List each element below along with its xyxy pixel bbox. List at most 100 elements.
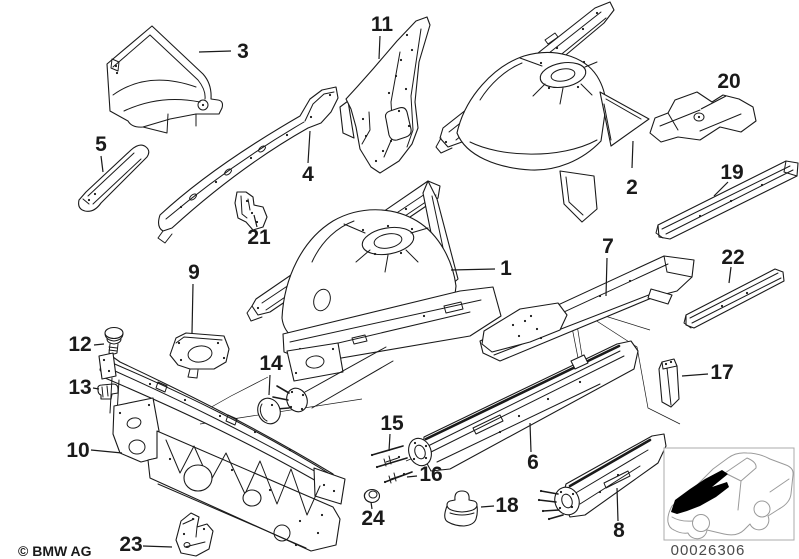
callout-11: 11 — [371, 13, 394, 36]
part-8-top-edge — [568, 438, 652, 488]
leader-line-18 — [480, 505, 495, 508]
part-18-details — [449, 512, 475, 516]
part-10-rail-details — [105, 361, 336, 482]
leader-line-4 — [307, 130, 311, 164]
part-15-16-screws — [383, 455, 406, 484]
part-12-head — [104, 326, 124, 340]
indicator-wedge — [568, 305, 651, 364]
leader-line-16 — [406, 475, 418, 478]
part-1-bottom-plate — [286, 342, 344, 382]
leader-line-22 — [728, 266, 732, 284]
part-8-flange-dots — [537, 489, 575, 521]
part-20-hole — [693, 112, 705, 122]
part-8-studs — [538, 490, 564, 520]
part-6-flange-hole — [414, 444, 426, 460]
part-4-details — [157, 91, 335, 244]
callout-3: 3 — [237, 40, 249, 63]
part-20-details — [659, 109, 742, 132]
callout-19: 19 — [720, 161, 743, 184]
part-2-dome-details — [469, 57, 598, 155]
part-6-engine-support — [370, 340, 639, 484]
part-9-dots — [177, 341, 226, 362]
part-5-support-rail — [78, 144, 150, 212]
callout-16: 16 — [419, 463, 442, 486]
part-10-panel-dots — [118, 403, 324, 547]
part-4-outline — [157, 86, 339, 232]
callout-14: 14 — [259, 352, 283, 375]
part-2-skirt-details — [565, 176, 584, 216]
leader-line-20 — [700, 95, 727, 110]
part-6-details — [427, 350, 625, 463]
car-rear-wheel — [753, 500, 771, 518]
part-8-details — [573, 449, 649, 505]
part-24-hole — [368, 490, 378, 499]
part-7-end-tab — [647, 288, 673, 305]
part-2-strut-ring — [539, 61, 587, 89]
leader-line-17 — [681, 373, 709, 377]
part-1-strut-ring — [361, 226, 415, 256]
part-10-side-oval — [242, 489, 262, 507]
part-6-flange-dots — [370, 441, 428, 484]
leader-line-19 — [713, 181, 729, 197]
leader-line-2 — [631, 140, 634, 169]
part-7-bracket — [481, 302, 568, 353]
part-14-disc-crescent — [259, 403, 268, 422]
part-22-dots — [720, 291, 749, 308]
copyright-watermark: © BMW AG — [18, 543, 92, 559]
callout-20: 20 — [717, 70, 740, 93]
part-8-lower-rail — [537, 433, 667, 521]
part-9-mount-plate — [169, 332, 230, 379]
part-12-details — [104, 332, 124, 355]
part-3-dots — [114, 64, 205, 107]
leader-line-5 — [100, 155, 104, 173]
part-6-studs — [371, 445, 413, 483]
callout-10: 10 — [66, 439, 89, 462]
part-20-bracket-plate — [649, 91, 757, 143]
part-10-front-panel — [98, 352, 346, 552]
callout-15: 15 — [380, 412, 404, 435]
part-3-hole — [197, 99, 209, 111]
callout-numbers: 1 2 3 4 5 6 7 8 9 10 11 12 13 14 15 16 1… — [66, 13, 744, 556]
part-20-outline — [649, 91, 757, 143]
part-14-flange-seal — [257, 346, 394, 425]
part-10-left-plate-hole-2 — [126, 417, 142, 429]
callout-1: 1 — [500, 257, 512, 280]
part-9-hole — [187, 345, 213, 363]
leader-line-3 — [198, 50, 232, 53]
part-1-dome-hole — [313, 288, 331, 312]
part-14-disc — [257, 397, 281, 425]
part-2-strut-hole — [550, 68, 576, 82]
part-3-splash-panel — [106, 25, 224, 134]
part-11-outline — [345, 16, 431, 174]
part-6-dots — [498, 380, 582, 434]
callout-17: 17 — [710, 361, 733, 384]
part-23-outline — [175, 512, 214, 557]
callout-24: 24 — [361, 507, 385, 530]
part-11-pillar-bracket — [339, 16, 431, 174]
part-1-floor-details — [289, 299, 482, 353]
part-1-dome-details — [299, 220, 449, 343]
part-11-hole — [384, 106, 412, 141]
part-14-tube — [304, 346, 394, 409]
callout-9: 9 — [188, 261, 200, 284]
callout-23: 23 — [119, 533, 142, 556]
part-21-dots — [245, 199, 259, 224]
part-18-rubber-grommet — [444, 490, 478, 527]
part-18-dome — [446, 490, 478, 513]
part-12-bolt — [104, 326, 124, 355]
part-22-reinforcement-rail — [683, 268, 785, 329]
car-front-wheel — [692, 514, 710, 532]
callout-18: 18 — [495, 494, 519, 517]
part-19-sill-rail — [655, 160, 799, 240]
part-8-flange-hole — [561, 493, 573, 509]
callout-7: 7 — [602, 235, 614, 258]
floor-corner-outline — [574, 306, 681, 425]
part-10-rail-left-cap — [98, 352, 117, 380]
leader-line-13 — [92, 387, 100, 390]
part-4-slot-2 — [224, 168, 232, 176]
part-13-details — [101, 385, 109, 398]
part-2-corner-details — [603, 98, 642, 141]
part-2-wheel-housing — [435, 1, 650, 223]
leader-line-15 — [388, 433, 391, 452]
